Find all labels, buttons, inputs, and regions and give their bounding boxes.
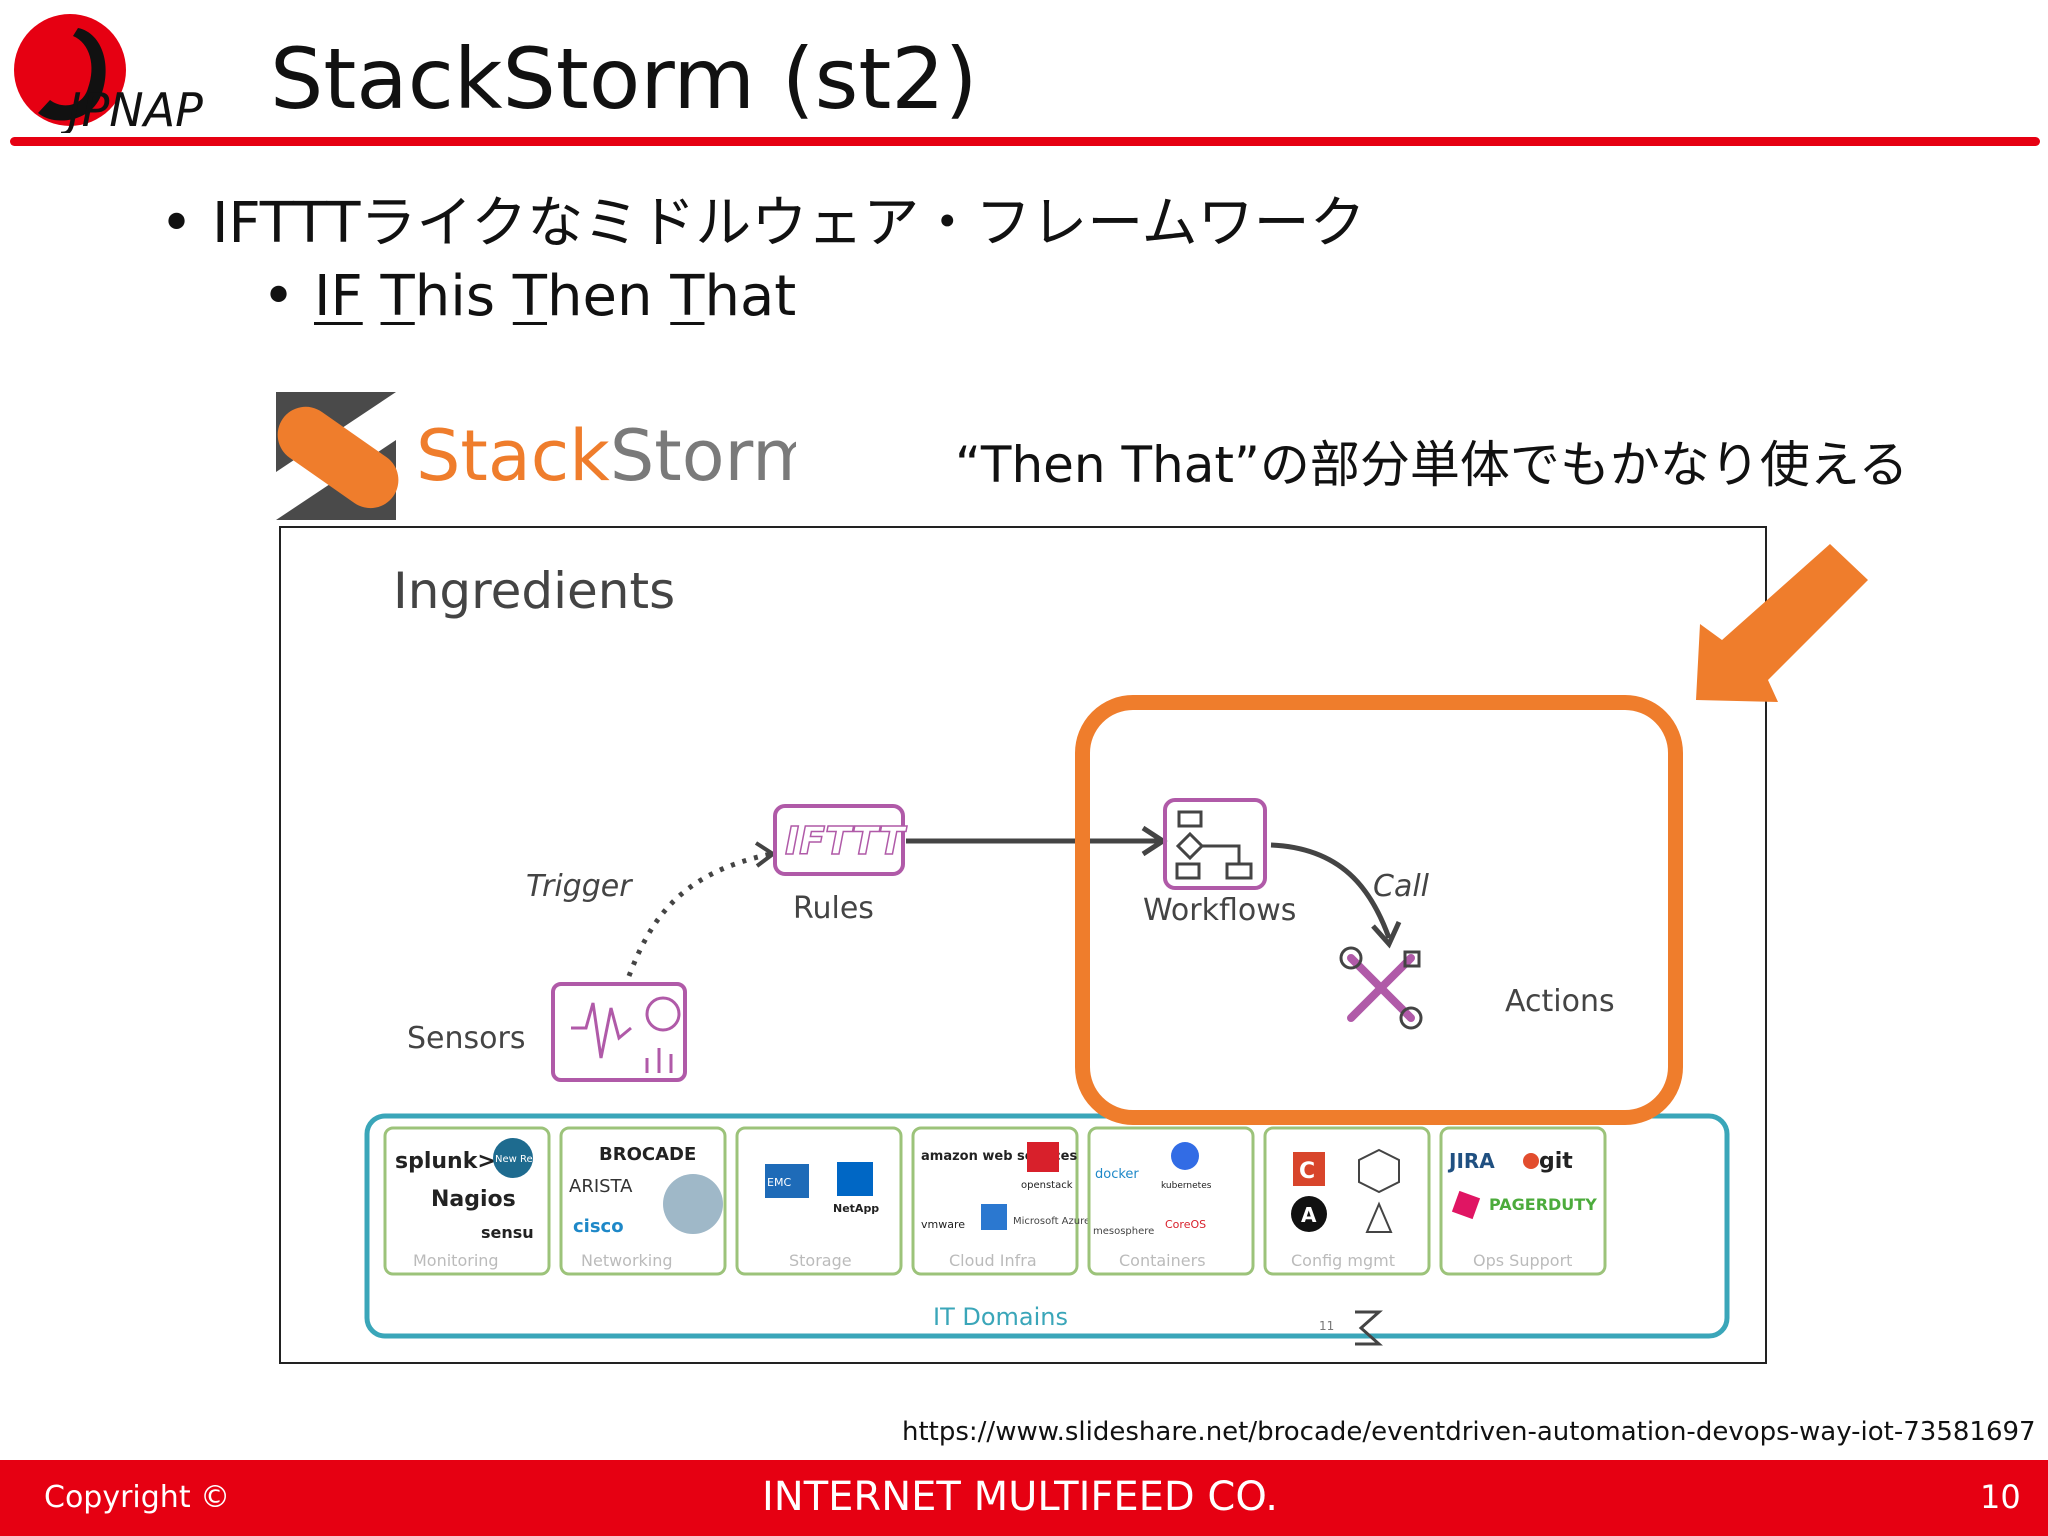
bullet-level1-text: IFTTTライクなミドルウェア・フレームワーク: [212, 191, 1366, 256]
kubernetes-logo: [1171, 1142, 1199, 1170]
brocade-mark-icon: [1355, 1310, 1383, 1346]
netapp-logo: [837, 1162, 873, 1196]
footer-copyright: Copyright ©: [44, 1480, 231, 1515]
chef-logo: [1293, 1152, 1325, 1186]
bullet-level2: • IF This Then That: [262, 264, 796, 329]
logo-stack-word: Stack: [416, 415, 610, 497]
diagram-heading: Ingredients: [393, 562, 675, 620]
bullet-level2-word: his: [414, 264, 513, 329]
domain-logo: CoreOS: [1165, 1218, 1206, 1231]
sensors-label: Sensors: [407, 1021, 525, 1056]
emc-logo: [765, 1164, 809, 1198]
bullet-level2-space: [363, 264, 381, 329]
trigger-label: Trigger: [526, 869, 633, 904]
bullet-level2-word: hen: [547, 264, 671, 329]
acronym-letter: T: [380, 264, 415, 329]
domain-config-mgmt: C A Config mgmt: [1263, 1126, 1431, 1276]
footer-company: INTERNET MULTIFEED CO.: [762, 1474, 1278, 1520]
call-label: Call: [1373, 869, 1430, 904]
trigger-arrowhead: [754, 841, 777, 868]
domain-logo: ARISTA: [569, 1176, 633, 1197]
domain-caption: Config mgmt: [1291, 1251, 1395, 1270]
acronym-letter: IF: [314, 264, 363, 329]
domain-logo: cisco: [573, 1216, 624, 1237]
footer-bar: [0, 1460, 2048, 1536]
domain-logo: docker: [1095, 1167, 1139, 1182]
domain-logo: New Relic: [495, 1154, 544, 1165]
openstack-logo: [1027, 1142, 1059, 1172]
inner-slide-number: 11: [1319, 1319, 1334, 1333]
domain-caption: Cloud Infra: [949, 1251, 1037, 1270]
domain-logo: git: [1539, 1149, 1573, 1174]
ingredients-diagram: Ingredients Sensors Trigger IFTTT Rules: [364, 562, 1730, 1346]
then-that-highlight-box: [1075, 695, 1683, 1125]
domain-logo: kubernetes: [1161, 1181, 1212, 1191]
rules-icon: IFTTT: [773, 804, 908, 876]
call-arrow: [1270, 842, 1392, 939]
embedded-slide-panel: Ingredients Sensors Trigger IFTTT Rules: [279, 526, 1767, 1364]
annotation-note: “Then That”の部分単体でもかなり使える: [955, 436, 1909, 494]
title-divider: [10, 137, 2040, 146]
domain-logo: BROCADE: [599, 1144, 696, 1165]
trigger-arrow: [626, 851, 772, 977]
domain-caption: Storage: [789, 1251, 852, 1270]
puppet-logo: [1358, 1148, 1400, 1194]
page-number: 10: [1980, 1478, 2021, 1516]
domain-monitoring: splunk> New Relic Nagios sensu Monitorin…: [383, 1126, 551, 1276]
bullet-marker: •: [262, 264, 296, 329]
rules-icon-text: IFTTT: [785, 819, 908, 863]
source-url: https://www.slideshare.net/brocade/event…: [902, 1417, 2036, 1447]
stackstorm-logo: StackStorm: [276, 392, 796, 520]
domain-logo: openstack: [1021, 1180, 1073, 1191]
workflows-label: Workflows: [1143, 893, 1296, 928]
domain-logo: splunk>: [395, 1149, 496, 1174]
it-domains-label: IT Domains: [933, 1303, 1068, 1331]
actions-label: Actions: [1505, 984, 1615, 1019]
domain-cloud-infra: amazon web services openstack vmware Mic…: [911, 1126, 1090, 1276]
stackstorm-logo-text: StackStorm: [416, 415, 796, 497]
slide-title: StackStorm (st2): [270, 30, 978, 128]
domain-caption: Networking: [581, 1251, 673, 1270]
domain-logo: EMC: [767, 1176, 791, 1189]
network-graphic: [663, 1174, 723, 1234]
sensors-icon: [551, 982, 687, 1082]
domain-logo: PAGERDUTY: [1489, 1195, 1597, 1214]
workflows-icon: [1163, 798, 1267, 890]
jpnap-logo-text: JPNAP: [60, 83, 203, 133]
git-logo-mark: [1523, 1153, 1539, 1169]
jpnap-logo: JPNAP: [14, 14, 203, 133]
bullet-level1: • IFTTTライクなミドルウェア・フレームワーク: [160, 178, 1366, 259]
acronym-letter: T: [512, 264, 548, 329]
orange-pointer-arrow: [1696, 544, 1868, 702]
newrelic-logo: [493, 1138, 533, 1178]
actions-icon: [1339, 946, 1423, 1030]
domain-ops-support: JIRA git PAGERDUTY Ops Support: [1439, 1126, 1607, 1276]
domain-logo: sensu: [481, 1223, 534, 1242]
domain-logo: C: [1299, 1159, 1315, 1184]
ansible-logo: [1291, 1196, 1327, 1232]
domain-storage: EMC NetApp Storage: [735, 1126, 903, 1276]
domain-caption: Monitoring: [413, 1251, 499, 1270]
it-domains-container: [364, 1113, 1730, 1339]
domain-logo: NetApp: [833, 1202, 879, 1215]
domain-caption: Ops Support: [1473, 1251, 1572, 1270]
salt-logo: [1365, 1201, 1393, 1233]
domain-containers: docker kubernetes mesosphere CoreOS Cont…: [1087, 1126, 1255, 1276]
logo-storm-word: Storm: [610, 415, 796, 497]
call-arrowhead: [1371, 920, 1402, 949]
bullet-level2-word: hat: [704, 264, 797, 329]
domain-logo: mesosphere: [1093, 1226, 1154, 1237]
acronym-letter: T: [670, 264, 705, 329]
domain-networking: BROCADE ARISTA cisco Networking: [559, 1126, 727, 1276]
domain-logo: Microsoft Azure: [1013, 1216, 1090, 1227]
domain-logo: Nagios: [431, 1187, 516, 1212]
domain-logo: JIRA: [1447, 1149, 1495, 1173]
domain-logo: vmware: [921, 1218, 965, 1231]
domain-logo: A: [1301, 1203, 1317, 1227]
slack-logo: [1451, 1190, 1481, 1220]
bullet-marker: •: [160, 191, 194, 256]
domain-caption: Containers: [1119, 1251, 1206, 1270]
rules-label: Rules: [793, 891, 874, 926]
azure-logo: [981, 1204, 1007, 1230]
